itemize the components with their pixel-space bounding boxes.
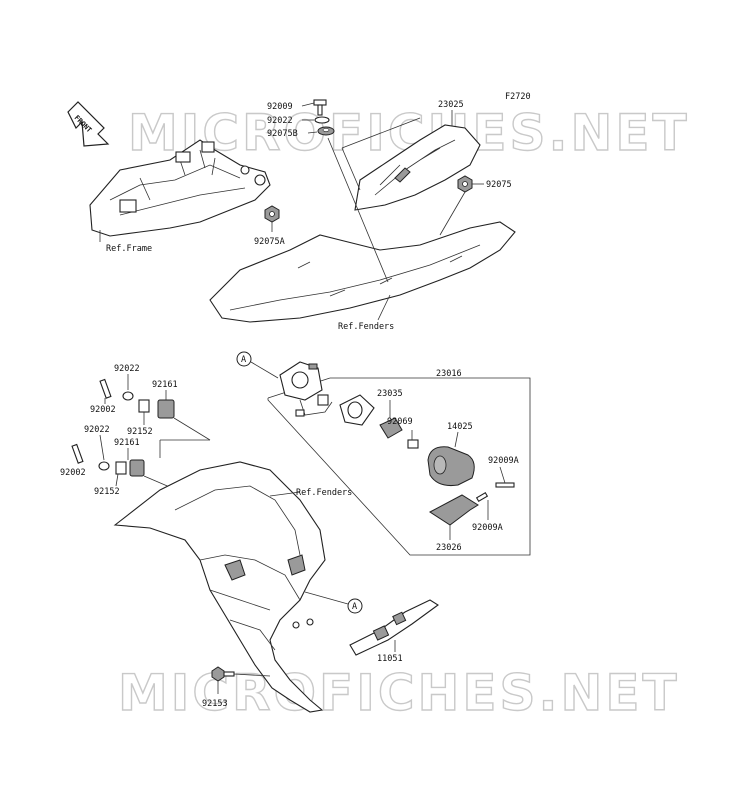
- bolt-92002-a: [99, 378, 112, 399]
- label-ref-fenders-bottom: Ref.Fenders: [296, 488, 352, 498]
- label-92152-b: 92152: [94, 487, 120, 497]
- label-92075B: 92075B: [267, 129, 298, 139]
- screw-92009A-2: [475, 492, 489, 502]
- taillight-socket: [279, 361, 323, 401]
- label-92152-a: 92152: [127, 427, 153, 437]
- frame-assembly: [89, 139, 271, 237]
- screw-92153: [211, 666, 235, 682]
- watermark-bottom: MICROFICHES.NET: [118, 664, 680, 722]
- bulb-92069: [407, 430, 419, 449]
- label-92009: 92009: [267, 102, 293, 112]
- diagram-id: F2720: [505, 92, 531, 102]
- label-ref-frame: Ref.Frame: [106, 244, 152, 254]
- label-92161-a: 92161: [152, 380, 178, 390]
- washer-92022-b: [98, 461, 110, 471]
- nut-92075: [457, 175, 473, 193]
- grommet-92075B: [317, 126, 335, 136]
- label-92009A-1: 92009A: [488, 456, 519, 466]
- label-92002-b: 92002: [60, 468, 86, 478]
- washer-92022-a: [122, 391, 134, 401]
- taillight-box-outline: [267, 377, 531, 556]
- lens-14025: [427, 446, 475, 486]
- screw-92009A-1: [495, 482, 515, 488]
- label-14025: 14025: [447, 422, 473, 432]
- label-92022-top: 92022: [267, 116, 293, 126]
- collar-92152-a: [138, 399, 150, 413]
- label-92161-b: 92161: [114, 438, 140, 448]
- label-92069: 92069: [387, 417, 413, 427]
- bracket-23035: [379, 417, 403, 439]
- label-92022-a: 92022: [114, 364, 140, 374]
- label-11051: 11051: [377, 654, 403, 664]
- label-92022-b: 92022: [84, 425, 110, 435]
- callout-a-bottom: A: [347, 598, 363, 614]
- collar-92152-b: [115, 461, 127, 475]
- label-23016: 23016: [436, 369, 462, 379]
- license-bracket-11051: [349, 599, 439, 656]
- label-23026: 23026: [436, 543, 462, 553]
- label-92153: 92153: [202, 699, 228, 709]
- label-ref-fenders-top: Ref.Fenders: [338, 322, 394, 332]
- grommet-92161-a: [157, 399, 175, 419]
- nut-92075A: [264, 205, 280, 223]
- rear-fender-bottom: [113, 461, 326, 713]
- front-arrow-icon: FRONT: [67, 101, 110, 147]
- label-92075A: 92075A: [254, 237, 285, 247]
- label-92075: 92075: [486, 180, 512, 190]
- callout-a-top-label: A: [241, 355, 246, 365]
- label-92002-a: 92002: [90, 405, 116, 415]
- cover-23026: [429, 494, 479, 526]
- label-23025: 23025: [438, 100, 464, 110]
- washer-92022-top: [314, 116, 330, 124]
- callout-a-top: A: [236, 351, 252, 367]
- label-23035: 23035: [377, 389, 403, 399]
- label-92009A-2: 92009A: [472, 523, 503, 533]
- wire-harness: [295, 394, 333, 417]
- grommet-92161-b: [129, 459, 145, 477]
- bulb-holder: [339, 394, 375, 426]
- bolt-92009: [313, 99, 327, 116]
- tail-cowl-23025: [354, 124, 481, 211]
- rear-fender-top: [209, 221, 516, 323]
- callout-a-bottom-label: A: [352, 602, 357, 612]
- bolt-92002-b: [71, 443, 84, 464]
